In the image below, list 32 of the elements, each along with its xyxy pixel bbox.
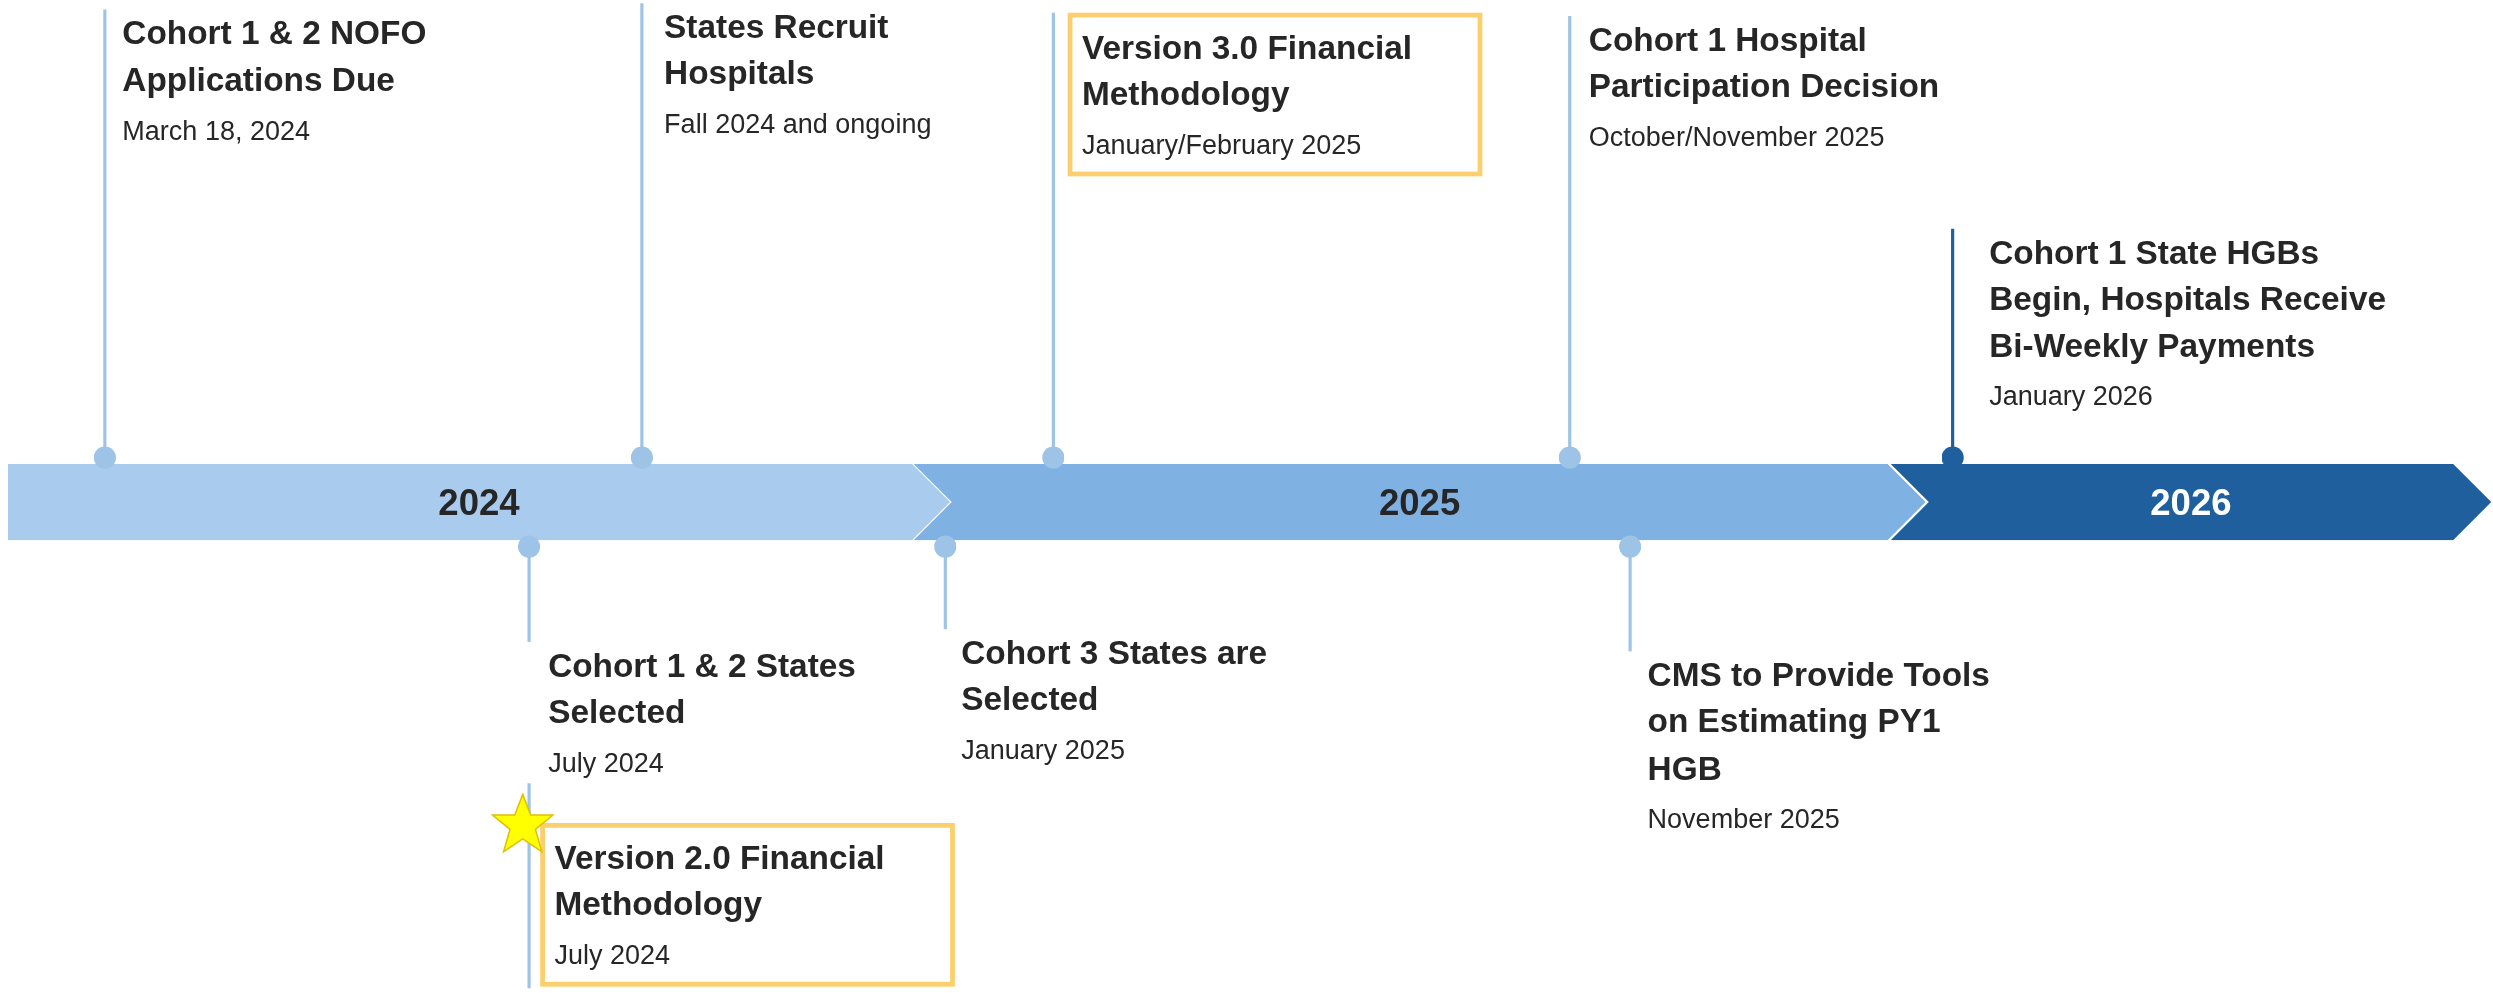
leader-line — [934, 535, 957, 630]
year-arrow-band — [913, 463, 1926, 541]
milestone-date: October/November 2025 — [1588, 122, 1885, 153]
milestone-title: States Recruit Hospitals — [664, 7, 889, 92]
milestone-title: Cohort 1 & 2 States Selected — [548, 646, 856, 730]
milestone-date: January 2025 — [961, 735, 1125, 766]
milestone-date: July 2024 — [554, 940, 671, 971]
milestone-title: Version 3.0 Financial Methodology — [1081, 28, 1413, 112]
leader-line — [630, 3, 653, 469]
year-label: 2025 — [1378, 481, 1461, 523]
milestone-date: January/February 2025 — [1081, 129, 1362, 161]
milestone-title: Version 2.0 Financial Methodology — [554, 838, 885, 923]
milestone-date: November 2025 — [1647, 804, 1840, 835]
milestone-title: Cohort 1 State HGBs Begin, Hospitals Receive Bi-Weekly Payments — [1989, 233, 2386, 364]
milestone-date: July 2024 — [548, 748, 664, 779]
year-label: 2024 — [438, 481, 520, 523]
milestone-title: CMS to Provide Tools on Estimating PY1 HGB — [1647, 656, 1990, 787]
milestone-date: Fall 2024 and ongoing — [664, 109, 932, 140]
highlight-box — [1067, 12, 1483, 176]
year-arrow-band — [7, 463, 951, 541]
leader-line — [1619, 535, 1642, 652]
leader-line — [1558, 15, 1581, 469]
leader-line — [517, 535, 541, 642]
milestone-date: March 18, 2024 — [122, 115, 311, 146]
year-label: 2026 — [2150, 481, 2232, 523]
milestone-date: January 2026 — [1989, 381, 2153, 412]
milestone-title: Cohort 1 & 2 NOFO Applications Due — [122, 14, 427, 98]
leader-line — [93, 9, 116, 469]
year-arrow-band — [1890, 463, 2492, 541]
leader-line — [1042, 12, 1065, 469]
milestone-title: Cohort 3 States are Selected — [961, 633, 1268, 718]
milestone-title: Cohort 1 Hospital Participation Decision — [1588, 20, 1940, 104]
